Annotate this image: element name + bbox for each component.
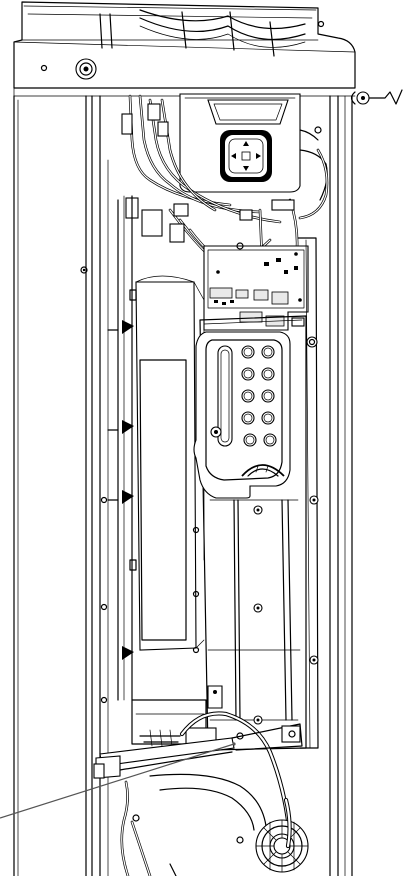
center-button-icon <box>241 151 251 161</box>
coil-panel <box>192 237 319 751</box>
arrow-left-icon <box>231 153 236 159</box>
top-cover <box>13 1 356 97</box>
keypad <box>220 130 272 182</box>
fan-grommet <box>255 797 309 873</box>
callout-line <box>0 743 235 819</box>
side-clip <box>350 89 403 105</box>
arrow-up-icon <box>243 141 249 146</box>
bottom-assembly <box>93 685 309 876</box>
outer-frame <box>13 95 353 876</box>
callout-leader <box>0 742 236 819</box>
arrow-down-icon <box>243 166 249 171</box>
cable-gland-plate <box>193 331 291 499</box>
arrow-right-icon <box>256 153 261 159</box>
control-box <box>179 93 328 201</box>
inverter-box <box>107 195 205 701</box>
callout-point <box>232 742 236 746</box>
